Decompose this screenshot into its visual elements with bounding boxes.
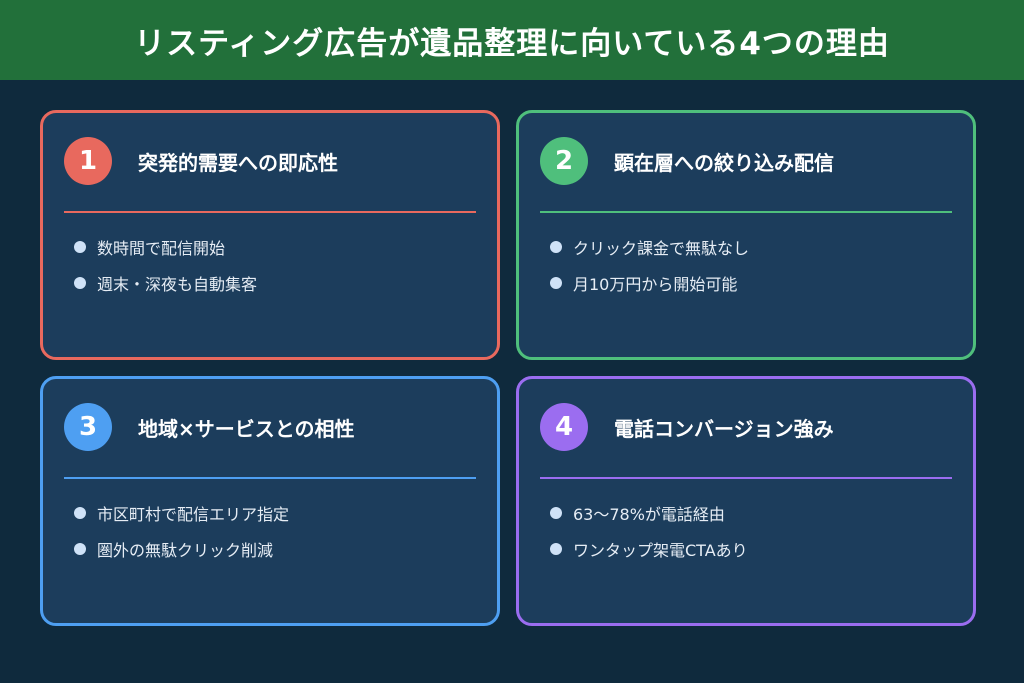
list-item: 市区町村で配信エリア指定: [74, 500, 289, 526]
bullet-list: 市区町村で配信エリア指定 圏外の無駄クリック削減: [74, 500, 289, 572]
list-item: 週末・深夜も自動集客: [74, 270, 257, 296]
reason-card-3: 3 地域×サービスとの相性 市区町村で配信エリア指定 圏外の無駄クリック削減: [40, 376, 500, 626]
number-badge: 1: [64, 137, 112, 185]
number-badge: 4: [540, 403, 588, 451]
card-divider: [64, 211, 476, 213]
bullet-text: 63〜78%が電話経由: [573, 505, 725, 524]
number-label: 2: [554, 146, 574, 176]
number-label: 3: [78, 412, 98, 442]
list-item: 63〜78%が電話経由: [550, 500, 748, 526]
card-header: 4 電話コンバージョン強み: [540, 403, 834, 451]
bullet-text: 週末・深夜も自動集客: [97, 275, 258, 294]
bullet-dot-icon: [550, 241, 562, 253]
bullet-dot-icon: [74, 241, 86, 253]
bullet-text: ワンタップ架電CTAあり: [573, 541, 748, 560]
card-title: 電話コンバージョン強み: [614, 416, 834, 441]
list-item: ワンタップ架電CTAあり: [550, 536, 748, 562]
bullet-dot-icon: [74, 277, 86, 289]
list-item: 月10万円から開始可能: [550, 270, 749, 296]
card-divider: [540, 211, 952, 213]
card-title: 突発的需要への即応性: [138, 150, 338, 175]
reason-card-2: 2 顕在層への絞り込み配信 クリック課金で無駄なし 月10万円から開始可能: [516, 110, 976, 360]
bullet-text: 圏外の無駄クリック削減: [97, 541, 274, 560]
bullet-dot-icon: [550, 543, 562, 555]
card-title: 顕在層への絞り込み配信: [614, 150, 834, 175]
header-banner: リスティング広告が遺品整理に向いている4つの理由: [0, 0, 1024, 80]
bullet-dot-icon: [550, 277, 562, 289]
number-badge: 2: [540, 137, 588, 185]
bullet-text: 市区町村で配信エリア指定: [97, 505, 290, 524]
bullet-list: クリック課金で無駄なし 月10万円から開始可能: [550, 234, 749, 306]
card-header: 3 地域×サービスとの相性: [64, 403, 355, 451]
bullet-list: 63〜78%が電話経由 ワンタップ架電CTAあり: [550, 500, 748, 572]
list-item: 数時間で配信開始: [74, 234, 257, 260]
bullet-text: 月10万円から開始可能: [573, 275, 738, 294]
card-title: 地域×サービスとの相性: [138, 416, 355, 441]
card-header: 1 突発的需要への即応性: [64, 137, 338, 185]
card-divider: [540, 477, 952, 479]
reason-card-4: 4 電話コンバージョン強み 63〜78%が電話経由 ワンタップ架電CTAあり: [516, 376, 976, 626]
bullet-dot-icon: [74, 543, 86, 555]
bullet-dot-icon: [550, 507, 562, 519]
page-title: リスティング広告が遺品整理に向いている4つの理由: [134, 25, 890, 62]
card-divider: [64, 477, 476, 479]
number-badge: 3: [64, 403, 112, 451]
number-label: 4: [554, 412, 574, 442]
reason-card-1: 1 突発的需要への即応性 数時間で配信開始 週末・深夜も自動集客: [40, 110, 500, 360]
list-item: クリック課金で無駄なし: [550, 234, 749, 260]
bullet-text: 数時間で配信開始: [97, 239, 226, 258]
card-header: 2 顕在層への絞り込み配信: [540, 137, 834, 185]
bullet-text: クリック課金で無駄なし: [573, 239, 750, 258]
list-item: 圏外の無駄クリック削減: [74, 536, 289, 562]
bullet-dot-icon: [74, 507, 86, 519]
number-label: 1: [78, 146, 98, 176]
bullet-list: 数時間で配信開始 週末・深夜も自動集客: [74, 234, 257, 306]
